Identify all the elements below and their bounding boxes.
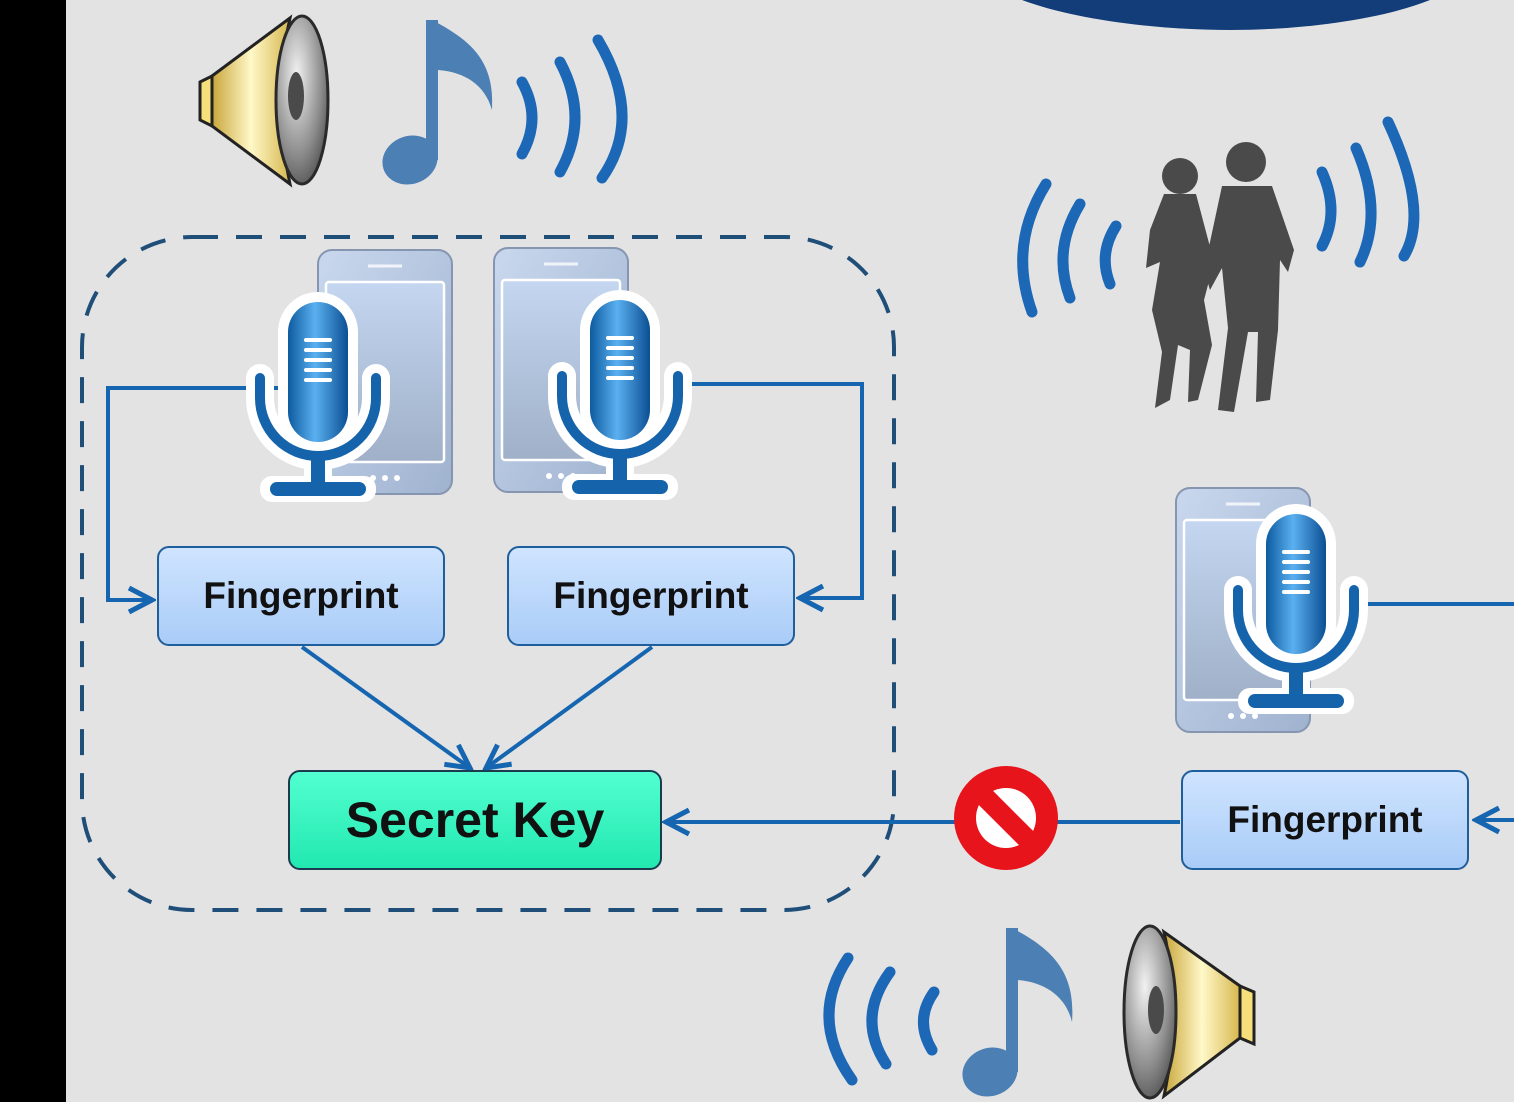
fingerprint-box-middle: Fingerprint [507, 546, 795, 646]
frame-bar [0, 0, 66, 1102]
fingerprint-label: Fingerprint [203, 575, 399, 616]
secret-key-box: Secret Key [288, 770, 662, 870]
speaker-icon [1122, 924, 1256, 1100]
music-note-icon [382, 20, 493, 185]
people-silhouette-icon [1146, 142, 1294, 412]
fingerprint-label: Fingerprint [1227, 799, 1423, 840]
sound-waves-icon [516, 34, 628, 184]
header-shape [1022, 0, 1430, 30]
sound-waves-icon [823, 952, 940, 1086]
connector-arrow [106, 382, 1514, 822]
fingerprint-box-left: Fingerprint [157, 546, 445, 646]
speaker-icon [198, 14, 330, 188]
sound-waves-icon [1017, 116, 1420, 318]
music-note-icon [962, 928, 1073, 1097]
fingerprint-box-right: Fingerprint [1181, 770, 1469, 870]
secret-key-label: Secret Key [345, 792, 605, 848]
dashed-boundary [80, 235, 896, 912]
fingerprint-label: Fingerprint [553, 575, 749, 616]
prohibited-icon [954, 766, 1058, 870]
